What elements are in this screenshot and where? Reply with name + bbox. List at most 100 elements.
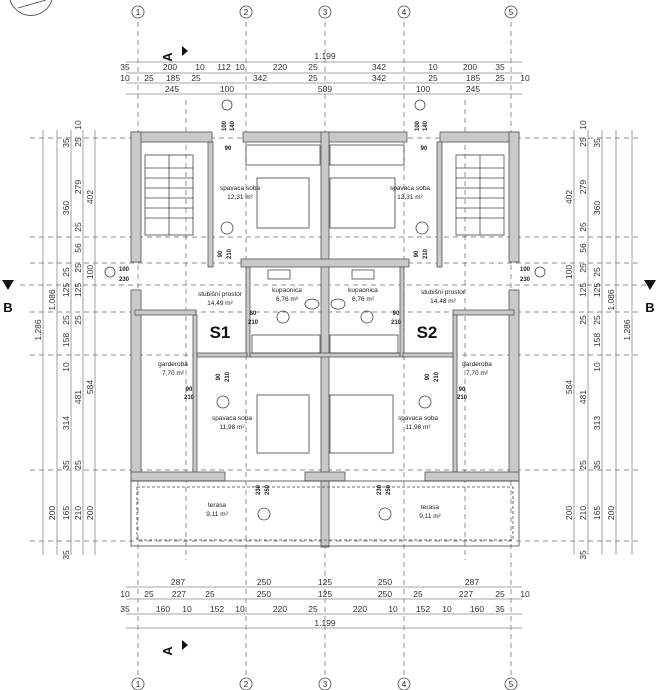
dimension-label: 125 xyxy=(73,283,83,297)
dimension-label: 402 xyxy=(85,190,95,204)
opening-width: 90 xyxy=(216,373,222,380)
toilet-icon xyxy=(330,298,346,310)
dimension-label: 100 xyxy=(564,265,574,279)
opening-height: 210 xyxy=(457,395,468,401)
dimension-label: 10 xyxy=(120,589,130,599)
room-name: terasa xyxy=(208,502,226,509)
dimension-label: 100 xyxy=(85,265,95,279)
dimension-label: 158 xyxy=(61,333,71,347)
sink xyxy=(351,269,375,280)
dimension-label: 342 xyxy=(253,73,267,83)
dimension-label: 10 xyxy=(442,604,452,614)
dimension-label: 10 xyxy=(388,604,398,614)
opening-height: 210 xyxy=(248,320,259,326)
dimension-label: 152 xyxy=(210,604,224,614)
dimension-label: 584 xyxy=(564,380,574,394)
opening-width: 90 xyxy=(425,373,431,380)
room-name: spavaca soba xyxy=(390,185,430,192)
dimension-label: 314 xyxy=(61,416,71,430)
dimension-label: 35 xyxy=(61,460,71,470)
grid-axis-bubble xyxy=(239,5,253,19)
dimension-label: 25 xyxy=(578,222,588,232)
door-marker xyxy=(360,310,374,324)
dimension-label: 35 xyxy=(592,138,602,148)
door-marker xyxy=(220,221,234,235)
section-marker-a: A xyxy=(160,646,175,656)
opening-width: 90 xyxy=(218,250,224,257)
dimension-label: 25 xyxy=(308,62,318,72)
dimension-label: 220 xyxy=(273,62,287,72)
dimension-label: 279 xyxy=(73,180,83,194)
grid-axis-label: 1 xyxy=(136,680,141,689)
dimension-label: 125 xyxy=(61,283,71,297)
dimension-label: 100 xyxy=(220,84,234,94)
room-name: kupaonica xyxy=(348,287,378,294)
dimension-label: 287 xyxy=(465,577,479,587)
door-marker xyxy=(276,310,290,324)
dimension-label: 35 xyxy=(120,62,130,72)
dimension-label: 1.086 xyxy=(47,289,57,311)
opening-width: 80 xyxy=(250,311,257,317)
dimension-label: 25 xyxy=(73,137,83,147)
dimension-label: 25 xyxy=(495,73,505,83)
dimension-label: 35 xyxy=(61,550,71,560)
dimension-label: 56 xyxy=(73,243,83,253)
opening-height: 140 xyxy=(423,120,429,131)
dimension-label: 125 xyxy=(578,283,588,297)
toilet-icon xyxy=(304,298,320,310)
dimension-label: 165 xyxy=(61,506,71,520)
door-marker xyxy=(216,395,230,409)
dimension-label: 360 xyxy=(61,201,71,215)
grid-axis-label: 3 xyxy=(323,8,328,17)
dimension-label: 509 xyxy=(318,84,332,94)
section-marker-a: A xyxy=(160,52,175,62)
dimension-label: 10 xyxy=(120,73,130,83)
opening-width: 90 xyxy=(225,146,232,152)
grid-axis-bubble xyxy=(504,677,518,690)
dimension-label: 210 xyxy=(578,506,588,520)
opening-width: 230 xyxy=(256,484,262,495)
dimension-label: 481 xyxy=(73,390,83,404)
dimension-label: 25 xyxy=(578,263,588,273)
opening-width: 90 xyxy=(186,387,193,393)
room-area: 14,49 m² xyxy=(207,300,233,307)
grid-axis-label: 3 xyxy=(323,680,328,689)
dimension-label: 25 xyxy=(578,315,588,325)
dimension-label: 250 xyxy=(378,577,392,587)
dimension-label: 35 xyxy=(592,460,602,470)
dimension-label: 125 xyxy=(318,577,332,587)
dimension-label: 1.199 xyxy=(314,618,336,628)
dimension-label: 25 xyxy=(308,73,318,83)
door-marker xyxy=(378,507,392,521)
dimension-label: 10 xyxy=(235,62,245,72)
dimension-label: 10 xyxy=(235,604,245,614)
opening-height: 140 xyxy=(230,120,236,131)
dimension-label: 1.286 xyxy=(622,319,632,341)
walls xyxy=(130,131,520,548)
door-marker xyxy=(415,221,429,235)
bathtub xyxy=(251,334,321,354)
dimension-label: 200 xyxy=(463,62,477,72)
dimension-label: 402 xyxy=(564,190,574,204)
opening-height: 210 xyxy=(225,371,231,382)
dimension-label: 10 xyxy=(61,362,71,372)
dimension-label: 35 xyxy=(495,604,505,614)
section-arrow-icon xyxy=(2,280,14,290)
opening-width: 100 xyxy=(222,120,228,131)
room-area: 7,70 m² xyxy=(466,370,489,377)
bed xyxy=(329,177,396,229)
dimension-label: 56 xyxy=(578,243,588,253)
dimension-label: 584 xyxy=(85,380,95,394)
dimension-label: 342 xyxy=(372,73,386,83)
room-name: spavaca soba xyxy=(398,415,438,422)
room-area: 6,76 m² xyxy=(352,296,375,303)
opening-height: 250 xyxy=(386,484,392,495)
grid-axis-bubble xyxy=(131,5,145,19)
dimension-label: 200 xyxy=(163,62,177,72)
dimension-label: 25 xyxy=(413,589,423,599)
room-area: 12,31 m² xyxy=(397,194,423,201)
room-area: 14,48 m² xyxy=(430,298,456,305)
room-name: stubišni prostor xyxy=(421,289,466,296)
dimension-label: 250 xyxy=(257,589,271,599)
